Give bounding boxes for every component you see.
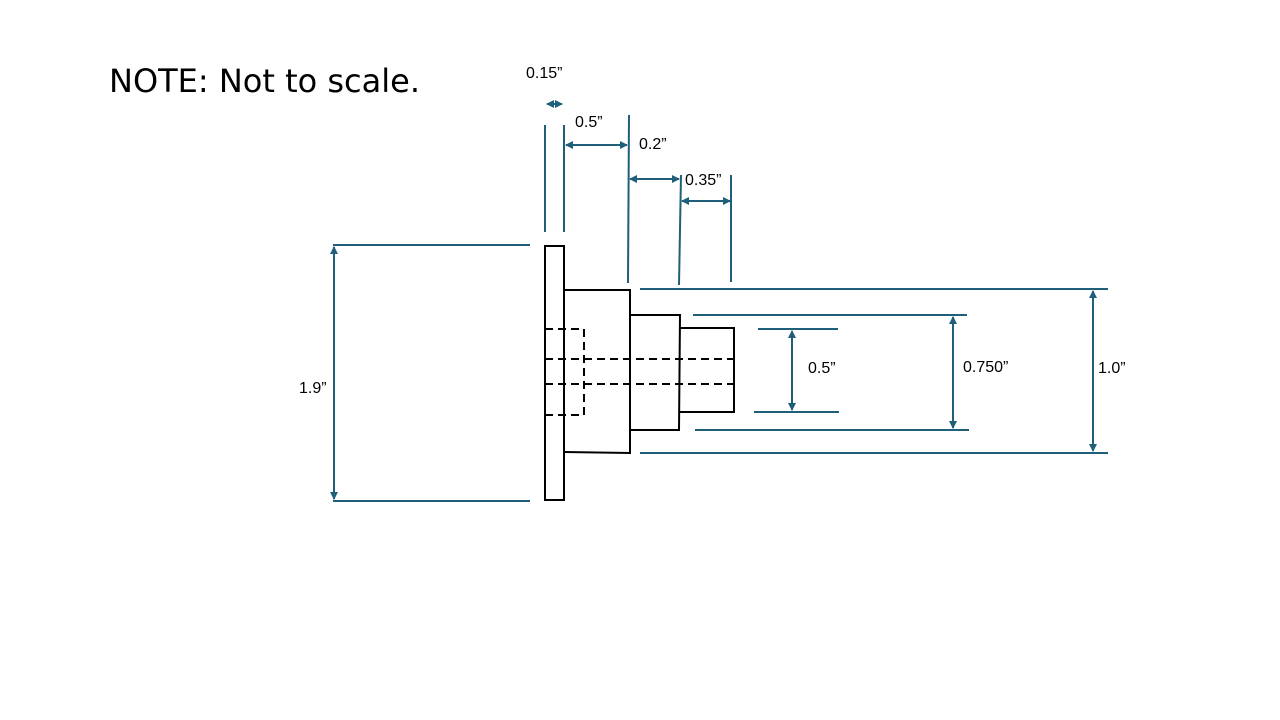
- flange-body: [544, 245, 565, 501]
- extension-lines: [333, 114, 1108, 502]
- counterbore-hidden-line: [545, 328, 585, 416]
- dimension-lines: [330, 100, 1097, 500]
- label-flange-thickness: 0.15”: [526, 65, 562, 82]
- label-flange-height: 1.9”: [299, 380, 327, 397]
- label-step2-length: 0.2”: [639, 136, 667, 153]
- label-step1-diameter: 1.0”: [1098, 360, 1126, 377]
- hidden-lines: [545, 328, 734, 416]
- step1-body: [563, 289, 631, 455]
- step3-body: [679, 327, 735, 413]
- label-step1-length: 0.5”: [575, 114, 603, 131]
- note-text: NOTE: Not to scale.: [109, 62, 420, 100]
- ext-step1-end: [627, 114, 630, 284]
- ext-step2-end: [678, 174, 682, 286]
- label-step2-diameter: 0.750”: [963, 359, 1008, 376]
- part-outline: [544, 245, 735, 501]
- label-step3-length: 0.35”: [685, 172, 721, 189]
- step2-body: [630, 314, 682, 431]
- label-hole-diameter: 0.5”: [808, 360, 836, 377]
- dimension-labels: 0.15” 0.5” 0.2” 0.35” 1.9” 0.5” 0.750” 1…: [299, 65, 1126, 397]
